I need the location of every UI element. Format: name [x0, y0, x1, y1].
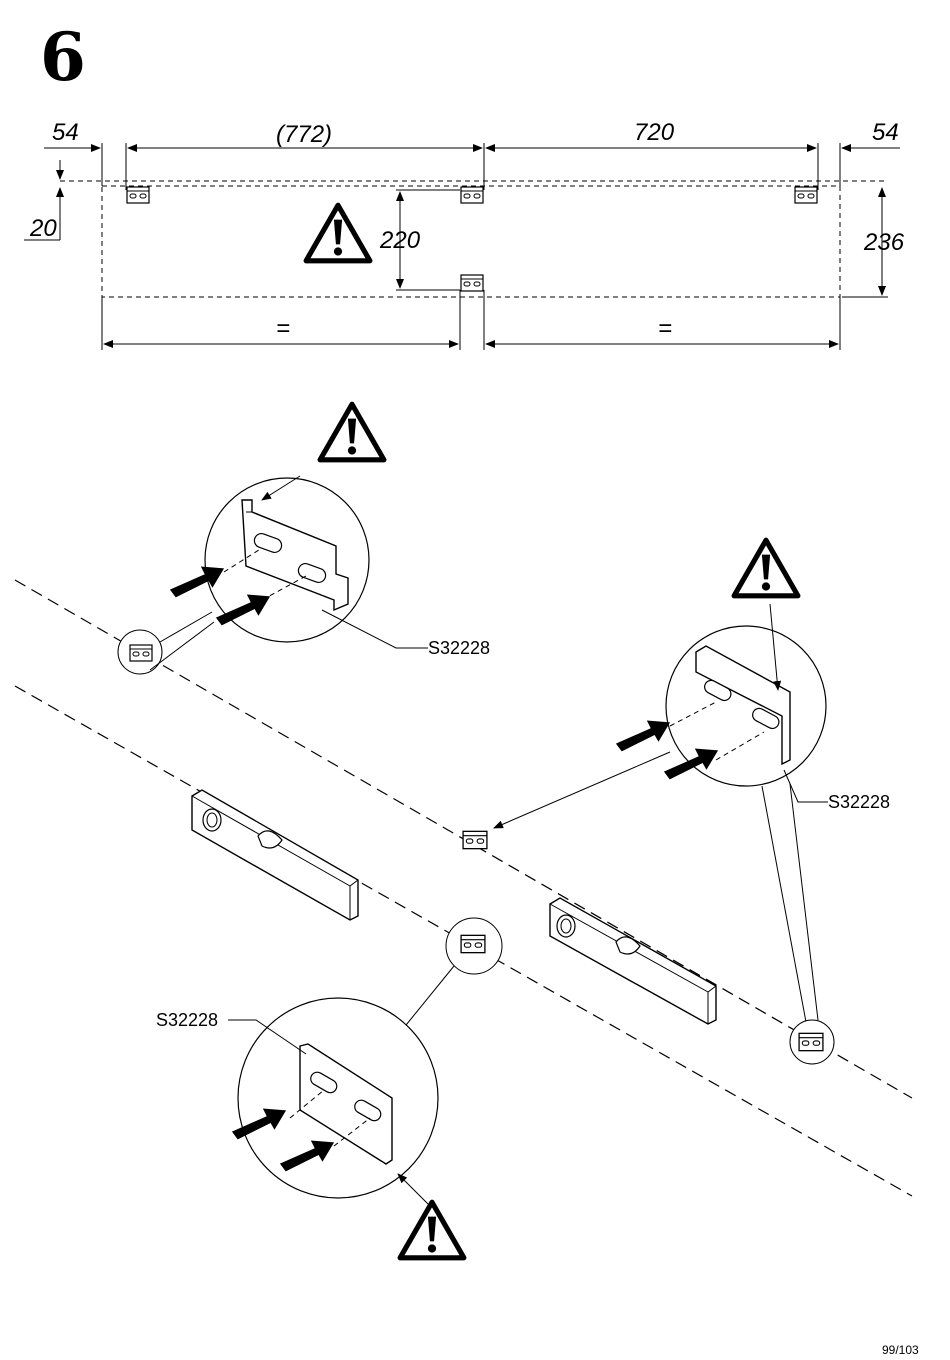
detail-bottom: S32228 — [156, 917, 503, 1258]
warning-triangle-icon — [320, 404, 384, 460]
bracket-small-bottom — [460, 934, 486, 954]
dim-vertical-middle: 220 — [379, 227, 421, 254]
bracket-small-right — [798, 1032, 824, 1052]
warning-triangle-icon — [400, 1202, 464, 1258]
bracket-plan-2 — [460, 186, 484, 204]
panel-outline — [101, 185, 841, 298]
spirit-level-left — [191, 789, 359, 921]
bracket-small-middle — [462, 830, 488, 850]
bracket-plan-3 — [794, 186, 818, 204]
warning-triangle-icon — [734, 540, 798, 596]
dim-span-left: (772) — [276, 121, 332, 148]
dimension-drawing: 54 (772) 720 54 20 220 236 = = — [24, 119, 905, 350]
dim-left-offset: 54 — [52, 119, 79, 146]
page-number: 99/103 — [882, 1343, 919, 1357]
dim-span-right: 720 — [634, 119, 675, 146]
dim-top-offset: 20 — [29, 215, 57, 242]
dim-right-offset: 54 — [872, 119, 899, 146]
bracket-small-1 — [129, 644, 153, 662]
part-code-bottom: S32228 — [156, 1010, 218, 1030]
spirit-level-right — [549, 897, 717, 1025]
detail-top-left: S32228 — [117, 404, 490, 675]
dim-height: 236 — [863, 229, 905, 256]
part-code-right: S32228 — [828, 792, 890, 812]
step-number: 6 — [40, 18, 86, 96]
bracket-plan-4 — [460, 274, 484, 292]
dim-equal-right: = — [658, 315, 672, 342]
bracket-plan-1 — [126, 186, 150, 204]
push-arrow-icon — [615, 720, 671, 752]
part-code-top-left: S32228 — [428, 638, 490, 658]
dim-equal-left: = — [276, 315, 290, 342]
warning-triangle-icon — [306, 205, 370, 261]
detail-right: S32228 — [493, 540, 890, 1065]
